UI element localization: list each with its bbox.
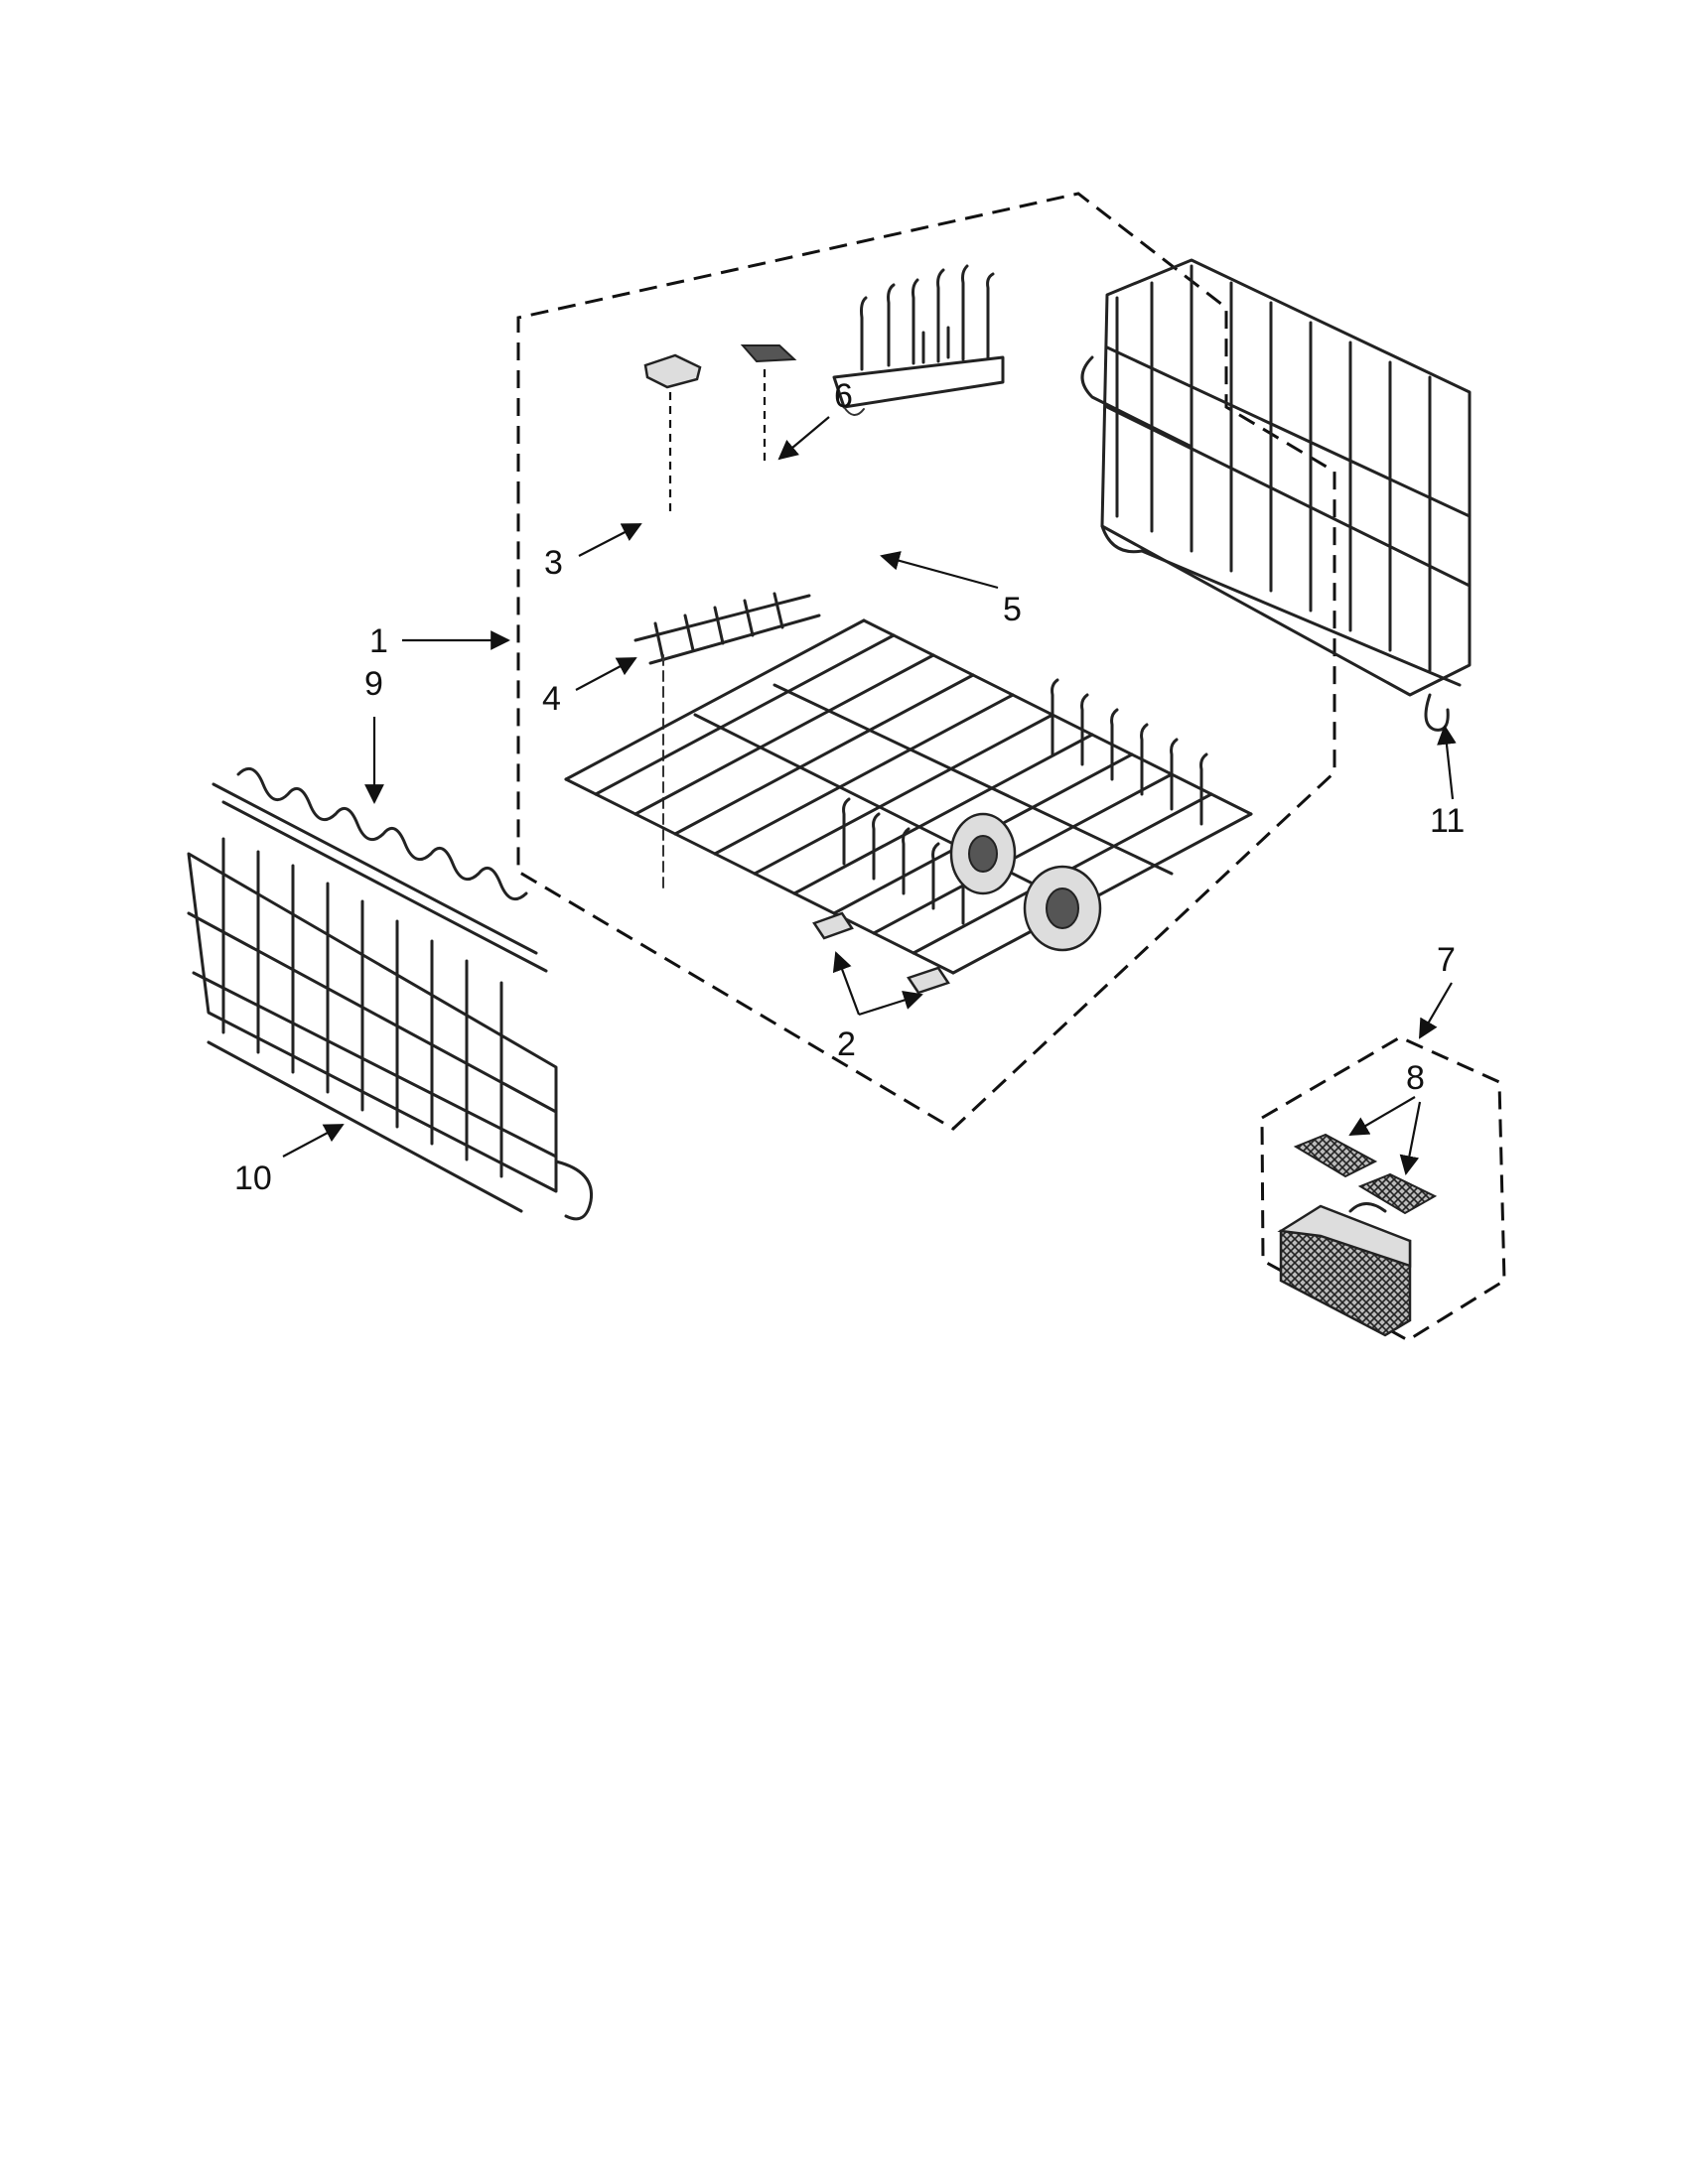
leader-5: [880, 551, 999, 590]
callout-11: 11: [1430, 802, 1465, 840]
leader-7: [1419, 982, 1453, 1039]
wire-rack-part-11: [1080, 258, 1472, 732]
wire-basket-part-10: [187, 837, 594, 1221]
callout-9: 9: [364, 665, 383, 703]
tine-rack-part-4: [633, 592, 821, 894]
callout-4: 4: [542, 680, 561, 718]
main-rack: [564, 618, 1253, 995]
tine-row-part-5: [832, 264, 1005, 416]
callout-8: 8: [1406, 1059, 1425, 1097]
callout-3: 3: [544, 544, 563, 582]
callout-5: 5: [1003, 591, 1022, 628]
leader-10: [282, 1124, 345, 1158]
leader-3: [578, 523, 642, 557]
leader-2b: [858, 990, 923, 1017]
basket-lid-part-8a: [1293, 1133, 1378, 1178]
callout-7: 7: [1437, 941, 1456, 979]
leader-2a: [832, 951, 861, 1016]
leader-8b: [1399, 1101, 1422, 1175]
basket-lid-part-8b: [1357, 1172, 1438, 1215]
leader-6: [777, 416, 830, 461]
leader-lines: [282, 416, 1457, 1175]
callout-10: 10: [234, 1160, 272, 1197]
callout-1: 1: [369, 622, 388, 660]
leader-4: [575, 657, 637, 691]
callout-2: 2: [837, 1025, 856, 1063]
clip-part-3: [643, 353, 702, 516]
leader-11: [1437, 725, 1457, 800]
callout-6: 6: [834, 377, 853, 415]
clip-part-6: [740, 344, 797, 467]
wire-rail-part-9: [211, 766, 548, 973]
leader-8a: [1348, 1096, 1416, 1136]
utensil-basket-part-7: [1277, 1202, 1412, 1337]
